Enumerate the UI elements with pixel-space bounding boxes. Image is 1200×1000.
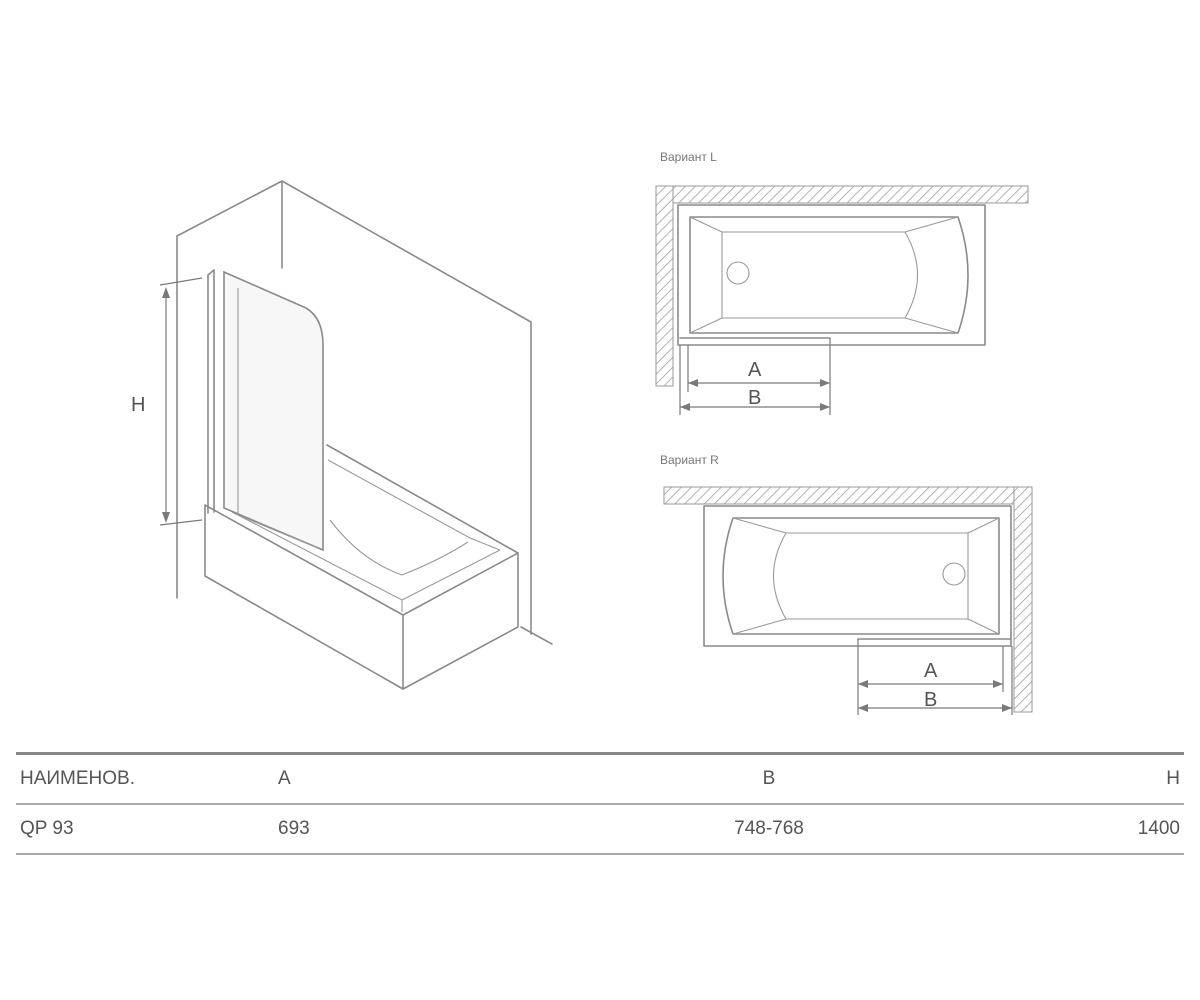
table-header-row: НАИМЕНОВ. A B H <box>16 753 1184 804</box>
drain-icon <box>726 261 750 285</box>
glass-screen-panel <box>223 270 324 552</box>
variant-l-dim-a: A <box>748 359 762 381</box>
variant-l-caption: Вариант L <box>660 150 717 164</box>
cell-name: QP 93 <box>20 818 74 839</box>
glass-screen-inner-edge <box>237 288 319 549</box>
variant-l-dim-b: B <box>748 387 761 409</box>
variant-l-plan: Вариант L A B <box>655 150 1029 415</box>
bathtub-basin-curve <box>329 519 469 576</box>
cell-h: 1400 <box>1137 818 1180 839</box>
bathtub-outline <box>204 444 519 690</box>
header-name: НАИМЕНОВ. <box>20 768 136 789</box>
variant-r-plan: Вариант R A B <box>660 453 1033 715</box>
isometric-view: H <box>131 180 553 690</box>
variant-r-dim-a: A <box>924 660 938 682</box>
variant-r-dim-b: B <box>924 689 937 711</box>
wall-outline <box>176 180 553 645</box>
drain-icon <box>942 562 966 586</box>
header-a: A <box>278 768 291 789</box>
spec-table: НАИМЕНОВ. A B H QP 93 693 748-768 1400 <box>16 752 1184 855</box>
header-h: H <box>1166 768 1180 789</box>
variant-l-tub-outline <box>677 204 986 346</box>
variant-r-caption: Вариант R <box>660 453 719 467</box>
height-label: H <box>131 394 145 416</box>
bathtub-inner-rim <box>231 459 501 612</box>
screen-hinge-bar <box>207 269 215 514</box>
cell-b: 748-768 <box>734 818 804 839</box>
table-row: QP 93 693 748-768 1400 <box>16 804 1184 854</box>
header-b: B <box>762 768 776 789</box>
height-dimension-line <box>159 277 203 526</box>
cell-a: 693 <box>278 818 310 839</box>
